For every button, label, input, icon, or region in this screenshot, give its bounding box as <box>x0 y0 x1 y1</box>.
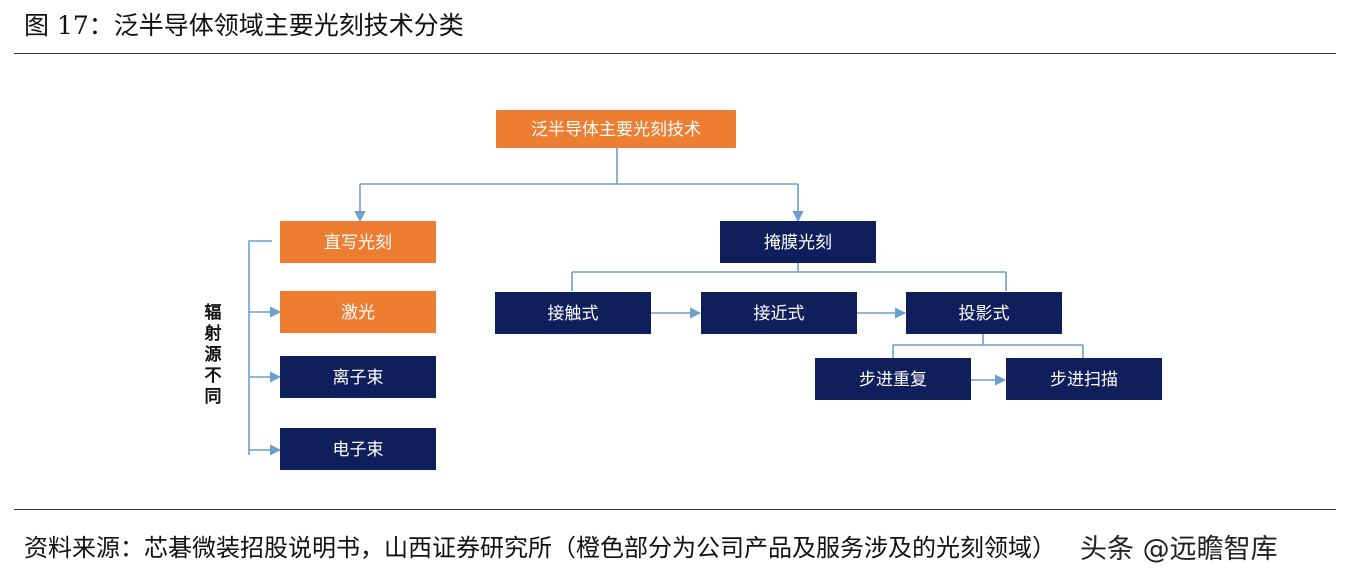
svg-text:离子束: 离子束 <box>333 368 384 388</box>
svg-text:不: 不 <box>205 366 222 386</box>
node-projection: 投影式 <box>906 292 1062 334</box>
watermark: 头条 @远瞻智库 <box>1080 534 1278 565</box>
svg-text:同: 同 <box>205 387 222 407</box>
svg-text:泛半导体主要光刻技术: 泛半导体主要光刻技术 <box>531 120 701 140</box>
svg-text:接近式: 接近式 <box>754 304 805 324</box>
svg-text:激光: 激光 <box>341 303 375 323</box>
svg-text:掩膜光刻: 掩膜光刻 <box>764 233 832 253</box>
svg-text:投影式: 投影式 <box>959 304 1010 324</box>
node-contact: 接触式 <box>495 292 651 334</box>
svg-text:接触式: 接触式 <box>548 304 599 324</box>
connectors <box>248 148 1084 456</box>
svg-text:电子束: 电子束 <box>333 440 384 460</box>
node-ion-beam: 离子束 <box>280 356 436 398</box>
figure-title: 图 17：泛半导体领域主要光刻技术分类 <box>24 11 464 40</box>
svg-text:射: 射 <box>204 323 222 344</box>
svg-text:步进重复: 步进重复 <box>859 370 927 390</box>
radiation-source-label: 辐 射 源 不 同 <box>204 302 222 407</box>
svg-text:步进扫描: 步进扫描 <box>1050 370 1118 390</box>
node-laser: 激光 <box>280 291 436 333</box>
bottom-rule <box>14 509 1336 510</box>
top-rule <box>14 53 1336 54</box>
svg-text:源: 源 <box>205 344 222 365</box>
svg-text:直写光刻: 直写光刻 <box>324 233 392 253</box>
node-root: 泛半导体主要光刻技术 <box>496 110 736 148</box>
node-step-repeat: 步进重复 <box>815 358 971 400</box>
svg-text:辐: 辐 <box>205 302 222 323</box>
node-mask: 掩膜光刻 <box>720 221 876 263</box>
node-direct-write: 直写光刻 <box>280 221 436 263</box>
node-step-scan: 步进扫描 <box>1006 358 1162 400</box>
node-electron-beam: 电子束 <box>280 428 436 470</box>
source-note: 资料来源：芯碁微装招股说明书，山西证券研究所（橙色部分为公司产品及服务涉及的光刻… <box>24 534 1056 562</box>
node-proximity: 接近式 <box>701 292 857 334</box>
